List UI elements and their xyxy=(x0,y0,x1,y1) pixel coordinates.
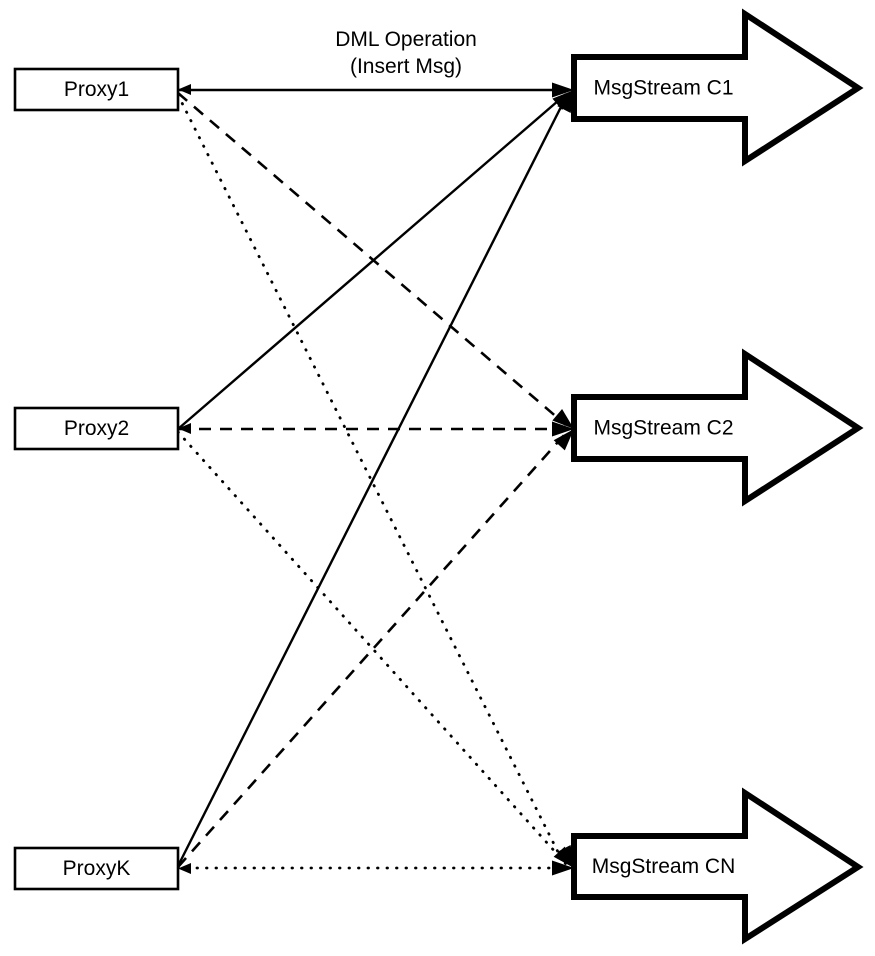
proxy-node-proxyk[interactable]: ProxyK xyxy=(13,846,180,891)
outlet-arrowhead-proxy1 xyxy=(178,84,191,95)
arrowhead-proxy2-c1 xyxy=(552,90,574,111)
link-proxy1-cn[interactable] xyxy=(176,93,566,866)
outlet-arrowhead-proxy2 xyxy=(178,423,191,434)
links-layer xyxy=(176,88,571,870)
streams-layer: MsgStream C1 MsgStream C2 MsgStream CN xyxy=(571,8,864,945)
arrowhead-group-cn xyxy=(552,845,574,876)
arrowhead-proxy2-cn xyxy=(553,846,574,868)
proxy-node-proxy2[interactable]: Proxy2 xyxy=(13,406,180,451)
arrowhead-proxy1-c1 xyxy=(552,82,574,98)
proxy-label-proxy2: Proxy2 xyxy=(64,417,129,440)
proxy-label-proxyk: ProxyK xyxy=(63,857,131,880)
proxy-node-proxy1[interactable]: Proxy1 xyxy=(13,67,180,112)
proxy-box-proxyk[interactable] xyxy=(13,846,180,891)
proxy-label-proxy1: Proxy1 xyxy=(64,78,129,101)
arrowhead-group-c1 xyxy=(552,82,574,114)
edge-caption-line2: (Insert Msg) xyxy=(350,55,462,78)
link-proxyk-c2[interactable] xyxy=(177,432,567,868)
stream-arrow-shape-cn[interactable] xyxy=(571,787,864,945)
stream-node-c1[interactable]: MsgStream C1 xyxy=(571,8,864,167)
stream-arrow-shape-c1[interactable] xyxy=(571,8,864,167)
stream-node-c2[interactable]: MsgStream C2 xyxy=(571,348,864,507)
arrowhead-proxy2-c2 xyxy=(552,421,574,437)
stream-node-cn[interactable]: MsgStream CN xyxy=(571,787,864,945)
arrowhead-proxy1-c2 xyxy=(552,409,574,429)
edge-caption-line1: DML Operation xyxy=(335,28,477,51)
outlet-arrowhead-proxyk xyxy=(178,863,191,874)
link-proxy2-cn[interactable] xyxy=(176,430,568,866)
link-proxy2-c1[interactable] xyxy=(177,93,567,430)
stream-label-c1: MsgStream C1 xyxy=(593,77,733,100)
arrowhead-proxyK-c1 xyxy=(557,90,574,114)
link-proxyk-c1[interactable] xyxy=(176,94,569,867)
proxy-box-proxy1[interactable] xyxy=(13,67,180,112)
arrowhead-group-c2 xyxy=(552,409,574,451)
proxy-box-proxy2[interactable] xyxy=(13,406,180,451)
arrowhead-proxyK-cn xyxy=(552,860,574,876)
proxies-layer: Proxy1 Proxy2 ProxyK xyxy=(13,67,180,891)
stream-label-c2: MsgStream C2 xyxy=(593,417,733,440)
stream-label-cn: MsgStream CN xyxy=(592,855,736,878)
arrowhead-proxyK-c2 xyxy=(553,429,574,451)
arrowheads-layer xyxy=(178,82,574,876)
stream-arrow-shape-c2[interactable] xyxy=(571,348,864,507)
edge-caption: DML Operation (Insert Msg) xyxy=(335,28,477,78)
link-proxy1-c2[interactable] xyxy=(177,92,567,426)
